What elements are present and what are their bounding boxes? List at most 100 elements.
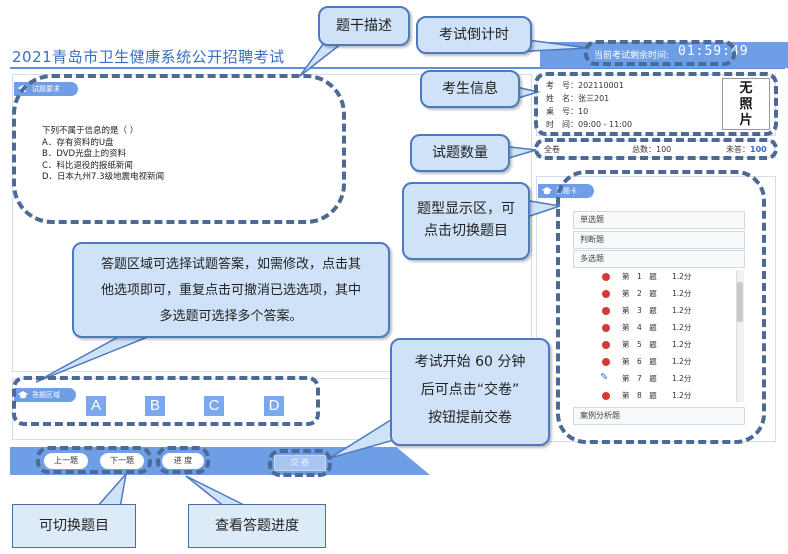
callout-submit-line-3: 按钮提前交卷 (428, 410, 512, 426)
question-item-score: 1.2分 (672, 340, 692, 349)
pencil-icon: ✎ (600, 372, 609, 383)
unanswered-count: 未答：100 (726, 144, 767, 155)
callout-answer-line-3: 多选题可选择多个答案。 (159, 309, 303, 324)
callout-candidate-text: 考生信息 (442, 81, 498, 97)
callout-countdown: 考试倒计时 (416, 16, 532, 54)
answer-card-heading-text: 答题卡 (556, 187, 577, 195)
seat-number: 10 (578, 107, 589, 116)
question-item-score: 1.2分 (672, 357, 692, 366)
question-item-label: 第 8 题 (622, 391, 657, 400)
answer-choice-d[interactable]: D (264, 396, 284, 416)
callout-answer-area: 答题区域可选择试题答案，如需修改，点击其 他选项即可，重复点击可撤消已选选项，其… (72, 242, 390, 338)
question-item-label: 第 3 题 (622, 306, 657, 315)
graduation-cap-icon (18, 85, 28, 93)
prev-question-button[interactable]: 上一题 (44, 453, 88, 469)
exam-title: 2021青岛市卫生健康系统公开招聘考试 (12, 48, 285, 66)
question-stem: 下列不属于信息的是（ ） (42, 126, 139, 136)
answer-choice-a[interactable]: A (86, 396, 106, 416)
question-panel-heading-text: 试题要求 (32, 85, 60, 93)
question-item-score: 1.2分 (672, 391, 692, 400)
question-option-d: D．日本九州7.3级地震电视新闻 (42, 172, 165, 182)
name-row: 姓 名：张三201 (546, 93, 609, 104)
callout-type-line-2: 点击切换题目 (424, 223, 508, 239)
question-text: 下列不属于信息的是（ ） A．存有资料的U盘 B．DVD光盘上的资料 C．科比退… (42, 126, 164, 184)
seat-label: 桌 号： (546, 107, 578, 116)
callout-stem-text: 题干描述 (336, 18, 392, 34)
callout-submit-line-2: 后可点击“交卷” (420, 382, 520, 398)
graduation-cap-icon (18, 391, 28, 399)
question-item-7[interactable]: ✎ 第 7 题 1.2分 (600, 372, 730, 386)
question-option-c: C．科比退役的报纸新闻 (42, 160, 133, 171)
answer-card-heading: 答题卡 (538, 184, 594, 198)
progress-button[interactable]: 进 度 (162, 453, 204, 469)
question-item-score: 1.2分 (672, 289, 692, 298)
unanswered-dot-icon (602, 273, 610, 281)
question-item-label: 第 1 题 (622, 272, 657, 281)
time-label: 时 间： (546, 120, 578, 129)
name-label: 姓 名： (546, 94, 578, 103)
full-paper-label: 全卷 (544, 145, 560, 154)
callout-switch: 可切换题目 (12, 504, 136, 548)
exam-number-label: 考 号： (546, 81, 578, 90)
question-item-label: 第 4 题 (622, 323, 657, 332)
type-multiple-choice[interactable]: 多选题 (573, 250, 745, 268)
question-item-1[interactable]: 第 1 题 1.2分 (600, 270, 730, 284)
type-single-choice[interactable]: 单选题 (573, 211, 745, 229)
next-question-button[interactable]: 下一题 (100, 453, 144, 469)
seat-row: 桌 号：10 (546, 106, 588, 117)
question-item-score: 1.2分 (672, 323, 692, 332)
question-item-4[interactable]: 第 4 题 1.2分 (600, 321, 730, 335)
callout-answer-line-1: 答题区域可选择试题答案，如需修改，点击其 (100, 257, 361, 272)
countdown-label: 当前考试剩余时间: (594, 51, 670, 61)
question-item-score: 1.2分 (672, 272, 692, 281)
switch-callout-tail (94, 471, 128, 509)
callout-stem: 题干描述 (318, 6, 410, 46)
candidate-name: 张三201 (578, 94, 610, 103)
unanswered-label: 未答： (726, 145, 750, 154)
type-case-analysis[interactable]: 案例分析题 (573, 407, 745, 425)
question-item-label: 第 6 题 (622, 357, 657, 366)
photo-text-3: 片 (739, 113, 753, 128)
question-item-5[interactable]: 第 5 题 1.2分 (600, 338, 730, 352)
answer-panel-heading-text: 答题区域 (32, 391, 60, 399)
answer-choice-b[interactable]: B (145, 396, 165, 416)
unanswered-dot-icon (602, 290, 610, 298)
callout-progress: 查看答题进度 (188, 504, 326, 548)
callout-progress-text: 查看答题进度 (215, 518, 299, 534)
callout-question-count: 试题数量 (410, 134, 510, 172)
question-item-label: 第 7 题 (622, 374, 657, 383)
exam-time: 09:00 - 11:00 (578, 120, 633, 129)
question-option-b: B．DVD光盘上的资料 (42, 149, 127, 159)
answer-card-scrollbar[interactable] (736, 270, 744, 402)
callout-count-text: 试题数量 (432, 145, 488, 161)
answer-card-scroll-thumb[interactable] (737, 282, 743, 322)
unanswered-value: 100 (750, 145, 767, 154)
question-item-label: 第 2 题 (622, 289, 657, 298)
answer-callout-tail (35, 335, 151, 383)
question-item-8[interactable]: 第 8 题 1.2分 (600, 389, 730, 403)
answer-choice-c[interactable]: C (204, 396, 224, 416)
unanswered-dot-icon (602, 358, 610, 366)
photo-text-2: 照 (739, 97, 753, 112)
callout-type-area: 题型显示区，可 点击切换题目 (402, 182, 530, 260)
question-item-label: 第 5 题 (622, 340, 657, 349)
question-item-score: 1.2分 (672, 374, 692, 383)
unanswered-dot-icon (602, 307, 610, 315)
question-panel-heading: 试题要求 (14, 82, 78, 96)
submit-button[interactable]: 交 卷 (274, 455, 326, 471)
graduation-cap-icon (542, 187, 552, 195)
exam-number: 202110001 (578, 81, 624, 90)
total-value: 100 (656, 145, 672, 154)
total-count: 总数：100 (632, 144, 671, 155)
time-row: 时 间：09:00 - 11:00 (546, 119, 632, 130)
photo-text-1: 无 (739, 81, 753, 96)
type-true-false[interactable]: 判断题 (573, 231, 745, 249)
question-item-6[interactable]: 第 6 题 1.2分 (600, 355, 730, 369)
question-item-2[interactable]: 第 2 题 1.2分 (600, 287, 730, 301)
exam-number-row: 考 号：202110001 (546, 80, 624, 91)
submit-callout-tail (329, 416, 395, 459)
total-label: 总数： (632, 145, 656, 154)
callout-candidate-info: 考生信息 (420, 70, 520, 108)
